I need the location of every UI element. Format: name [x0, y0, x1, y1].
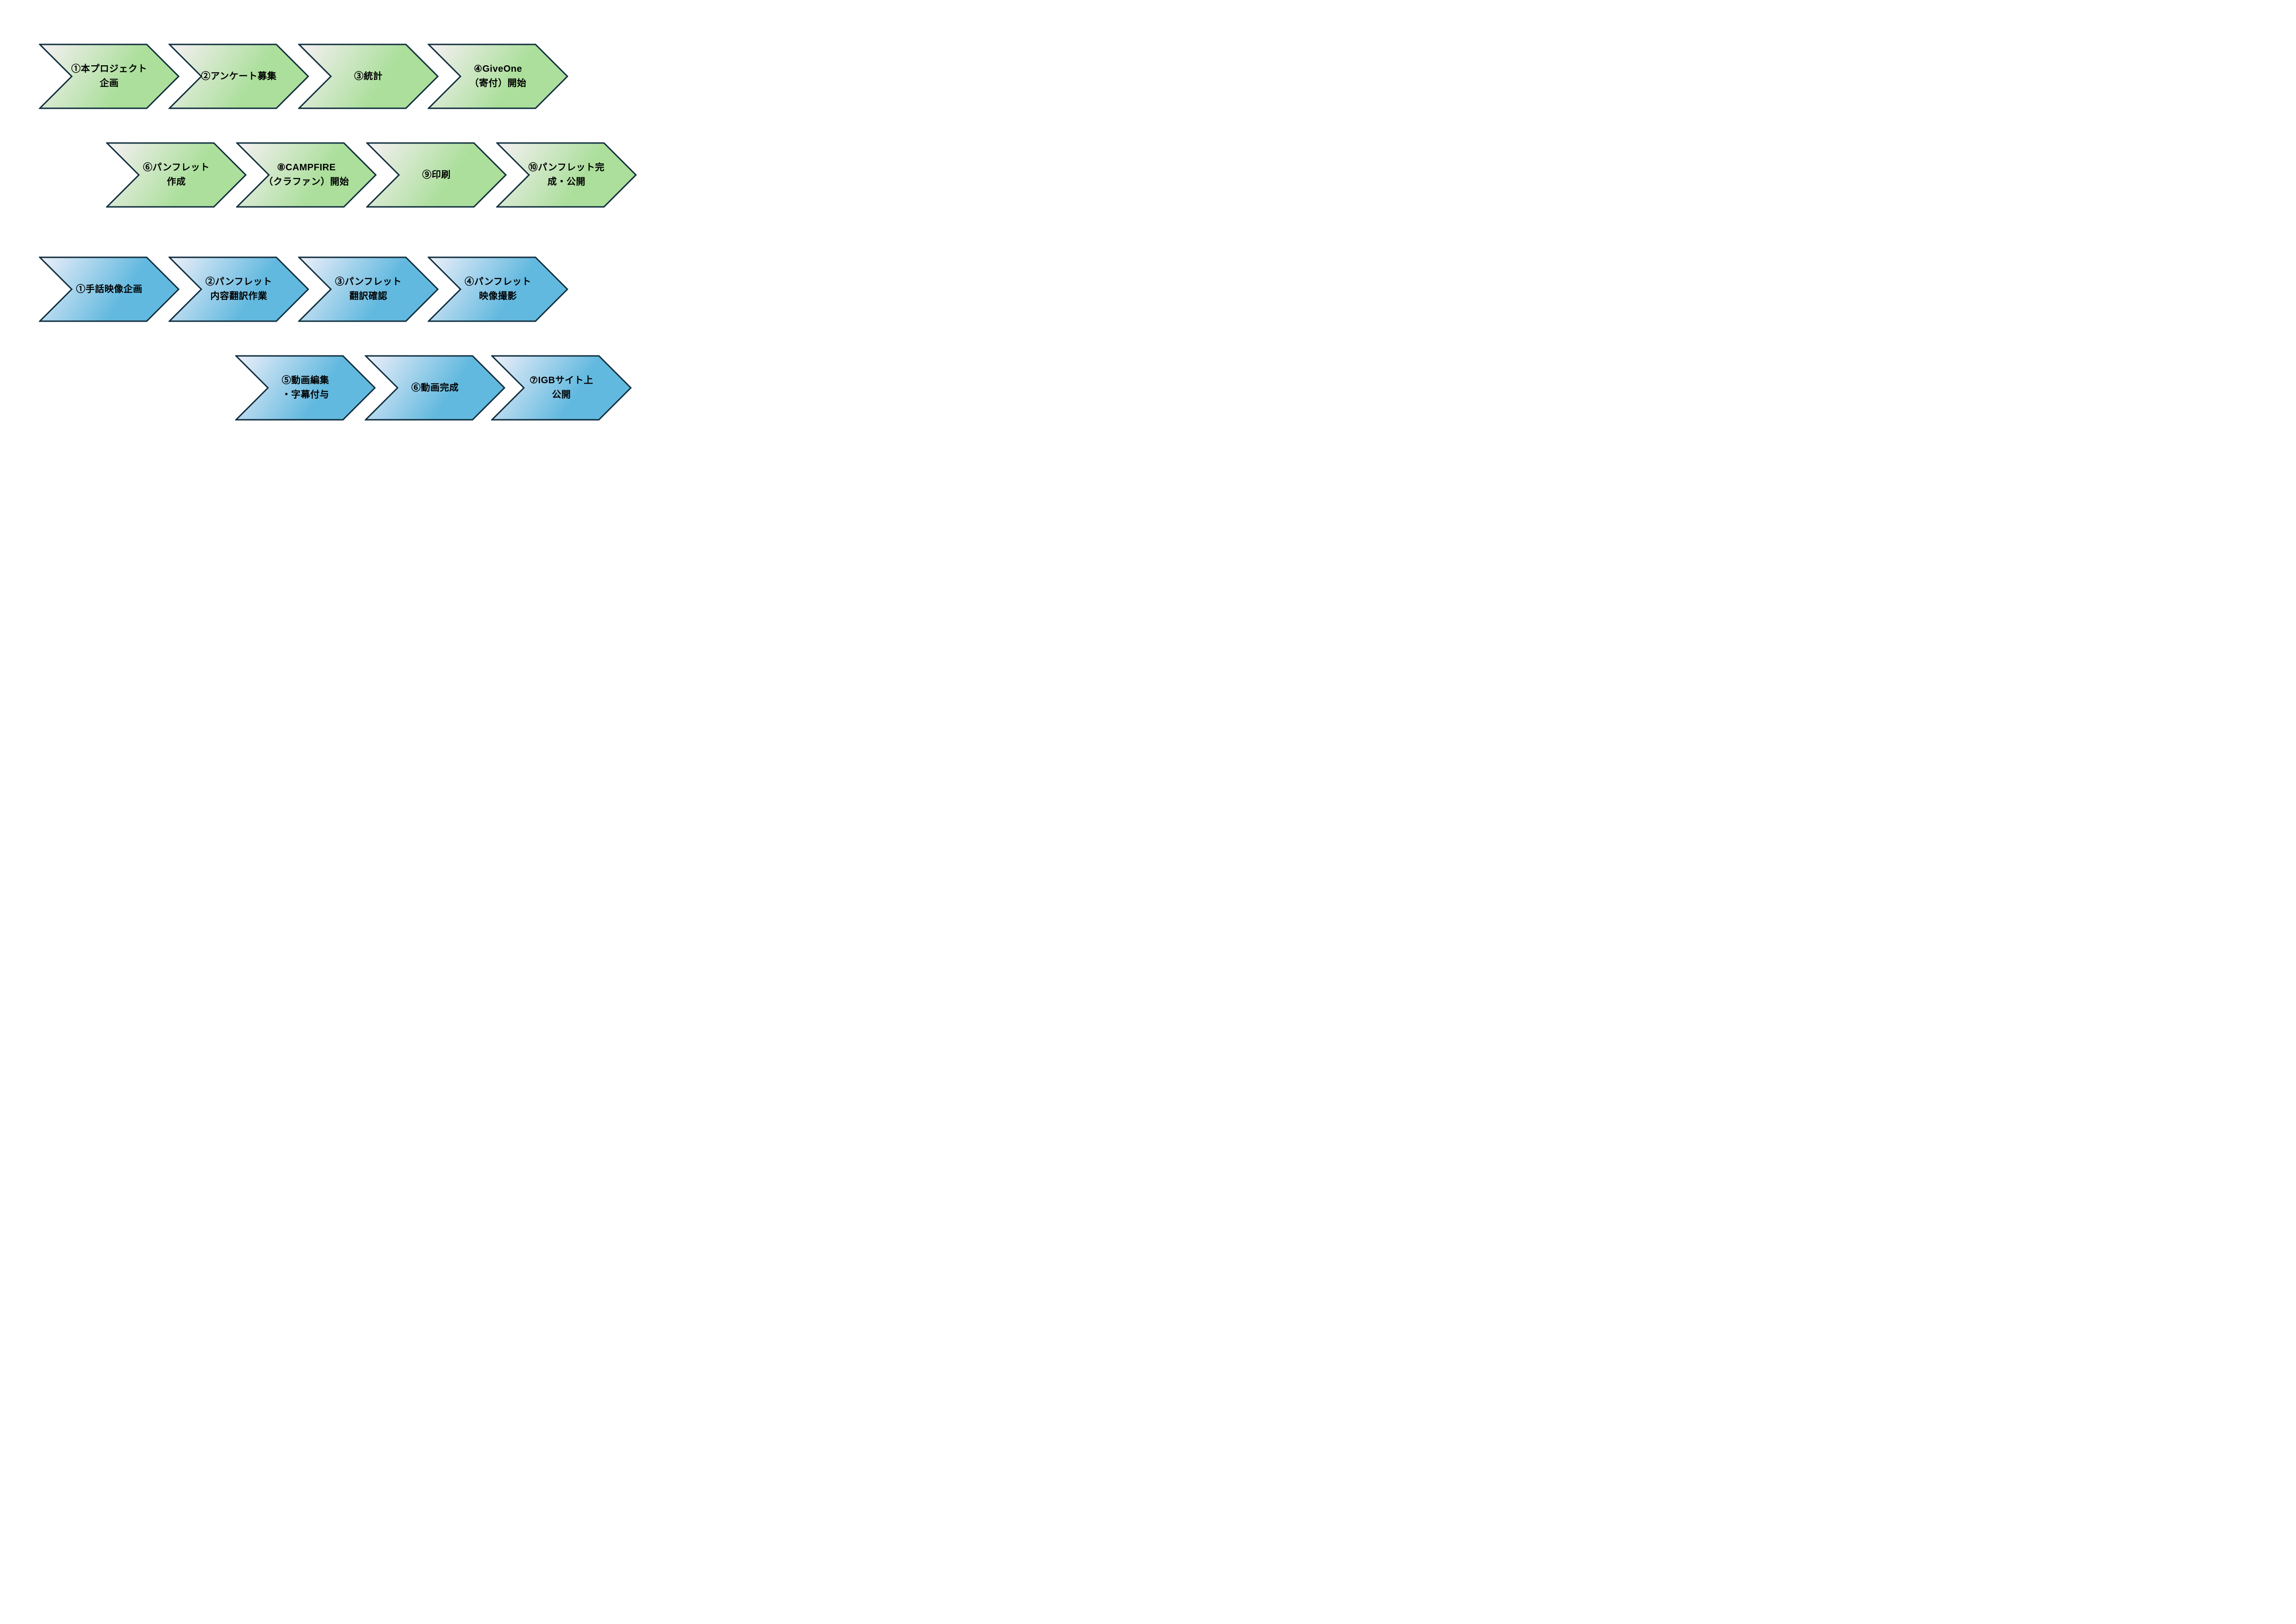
chevron-polygon: [235, 355, 376, 421]
flow-step: ⑨印刷: [366, 142, 507, 208]
chevron-arrow-shape: [496, 142, 637, 208]
chevron-polygon: [168, 256, 309, 322]
chevron-polygon: [298, 256, 439, 322]
chevron-arrow-shape: [298, 256, 439, 322]
chevron-arrow-shape: [365, 355, 505, 421]
chevron-arrow-shape: [168, 44, 309, 109]
flow-step: ②パンフレット内容翻訳作業: [168, 256, 309, 322]
chevron-arrow-shape: [428, 256, 568, 322]
chevron-polygon: [168, 44, 309, 109]
flow-step: ⑦IGBサイト上公開: [491, 355, 632, 421]
chevron-polygon: [496, 142, 637, 208]
chevron-polygon: [236, 142, 377, 208]
flow-step: ③パンフレット翻訳確認: [298, 256, 439, 322]
flow-step: ②アンケート募集: [168, 44, 309, 109]
flow-step: ⑥動画完成: [365, 355, 505, 421]
chevron-arrow-shape: [106, 142, 247, 208]
chevron-arrow-shape: [168, 256, 309, 322]
flow-step: ①手話映像企画: [39, 256, 180, 322]
chevron-polygon: [39, 44, 180, 109]
chevron-polygon: [428, 256, 568, 322]
flow-step: ①本プロジェクト企画: [39, 44, 180, 109]
chevron-polygon: [298, 44, 439, 109]
chevron-arrow-shape: [39, 256, 180, 322]
chevron-polygon: [491, 355, 632, 421]
flow-step: ⑧CAMPFIRE（クラファン）開始: [236, 142, 377, 208]
chevron-arrow-shape: [491, 355, 632, 421]
chevron-polygon: [39, 256, 180, 322]
flow-step: ④GiveOne（寄付）開始: [428, 44, 568, 109]
flow-step: ⑩パンフレット完成・公開: [496, 142, 637, 208]
chevron-arrow-shape: [236, 142, 377, 208]
chevron-arrow-shape: [428, 44, 568, 109]
chevron-arrow-shape: [366, 142, 507, 208]
chevron-arrow-shape: [298, 44, 439, 109]
chevron-polygon: [366, 142, 507, 208]
chevron-arrow-shape: [39, 44, 180, 109]
flow-step: ⑤動画編集・字幕付与: [235, 355, 376, 421]
chevron-polygon: [365, 355, 505, 421]
flow-step: ④パンフレット映像撮影: [428, 256, 568, 322]
chevron-polygon: [428, 44, 568, 109]
flow-step: ⑥パンフレット作成: [106, 142, 247, 208]
chevron-arrow-shape: [235, 355, 376, 421]
flow-step: ③統計: [298, 44, 439, 109]
chevron-polygon: [106, 142, 247, 208]
